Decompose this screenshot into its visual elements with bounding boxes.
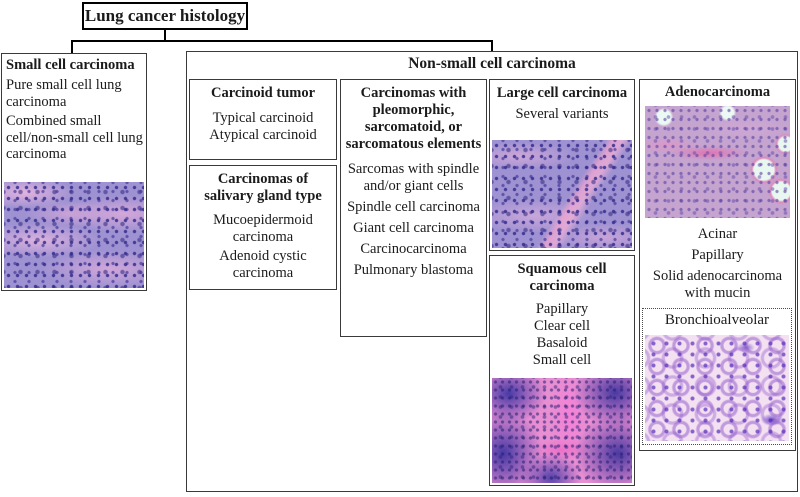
small-cell-title: Small cell carcinoma — [6, 57, 135, 73]
subtype-label: Sarcomas with spindle and/or giant cells — [347, 161, 480, 194]
bronchioalveolar-box: Bronchioalveolar — [642, 308, 792, 445]
subtype-label: Carcinocarcinoma — [360, 241, 467, 257]
subtype-label: Pure small cell lung carcinoma — [6, 77, 122, 110]
adenocarcinoma-histology-image — [645, 106, 790, 218]
connector-horizontal — [71, 40, 493, 42]
subtype-label: Typical carcinoid — [212, 110, 314, 126]
box-title: Carcinomas with pleomorphic, sarcomatoid… — [345, 85, 482, 152]
root-node: Lung cancer histology — [82, 2, 248, 30]
small-cell-carcinoma-box: Small cell carcinoma Pure small cell lun… — [1, 53, 147, 291]
box-title: Carcinoid tumor — [210, 85, 316, 101]
non-small-cell-carcinoma-box: Non-small cell carcinoma Carcinoid tumor… — [186, 51, 798, 492]
subtype-label: Atypical carcinoid — [209, 127, 317, 143]
carcinoid-tumor-box: Carcinoid tumor Typical carcinoid Atypic… — [189, 79, 337, 160]
squamous-cell-carcinoma-box: Squamous cell carcinoma Papillary Clear … — [489, 255, 635, 486]
nsclc-title: Non-small cell carcinoma — [408, 55, 576, 72]
subtype-label: Several variants — [515, 106, 609, 122]
subtype-label: Bronchioalveolar — [664, 312, 770, 328]
large-cell-histology-image — [492, 140, 632, 248]
subtype-label: Small cell — [532, 352, 592, 368]
salivary-gland-type-box: Carcinomas of salivary gland type Mucoep… — [189, 165, 337, 290]
subtype-label: Mucoepidermoid carcinoma — [213, 212, 313, 245]
subtype-label: Adenoid cystic carcinoma — [219, 248, 307, 281]
subtype-label: Clear cell — [534, 318, 590, 334]
large-cell-carcinoma-box: Large cell carcinoma Several variants — [489, 79, 635, 251]
subtype-label: Solid adenocarcinoma with mucin — [652, 268, 783, 301]
box-title: Large cell carcinoma — [496, 85, 628, 101]
connector-left-drop — [71, 41, 73, 53]
subtype-label: Papillary — [535, 301, 589, 317]
small-cell-histology-image — [4, 182, 144, 288]
pleomorphic-sarcomatoid-box: Carcinomas with pleomorphic, sarcomatoid… — [340, 79, 487, 337]
subtype-label: Combined small cell/non-small cell lung … — [6, 113, 143, 162]
subtype-label: Pulmonary blastoma — [353, 262, 474, 278]
root-title: Lung cancer histology — [84, 6, 246, 25]
subtype-label: Papillary — [691, 247, 744, 263]
connector-root-stem — [164, 29, 166, 41]
subtype-label: Spindle cell carcinoma — [347, 199, 480, 215]
connector-right-drop — [491, 41, 493, 51]
box-title: Squamous cell carcinoma — [517, 261, 607, 294]
bronchioalveolar-histology-image — [645, 335, 789, 441]
box-title: Carcinomas of salivary gland type — [204, 171, 322, 204]
adenocarcinoma-box: Adenocarcinoma Acinar Papillary Solid ad… — [639, 79, 796, 451]
box-title: Adenocarcinoma — [664, 84, 771, 100]
squamous-histology-image — [492, 378, 632, 483]
subtype-label: Acinar — [697, 226, 738, 242]
subtype-label: Giant cell carcinoma — [353, 220, 474, 236]
subtype-label: Basaloid — [536, 335, 588, 351]
